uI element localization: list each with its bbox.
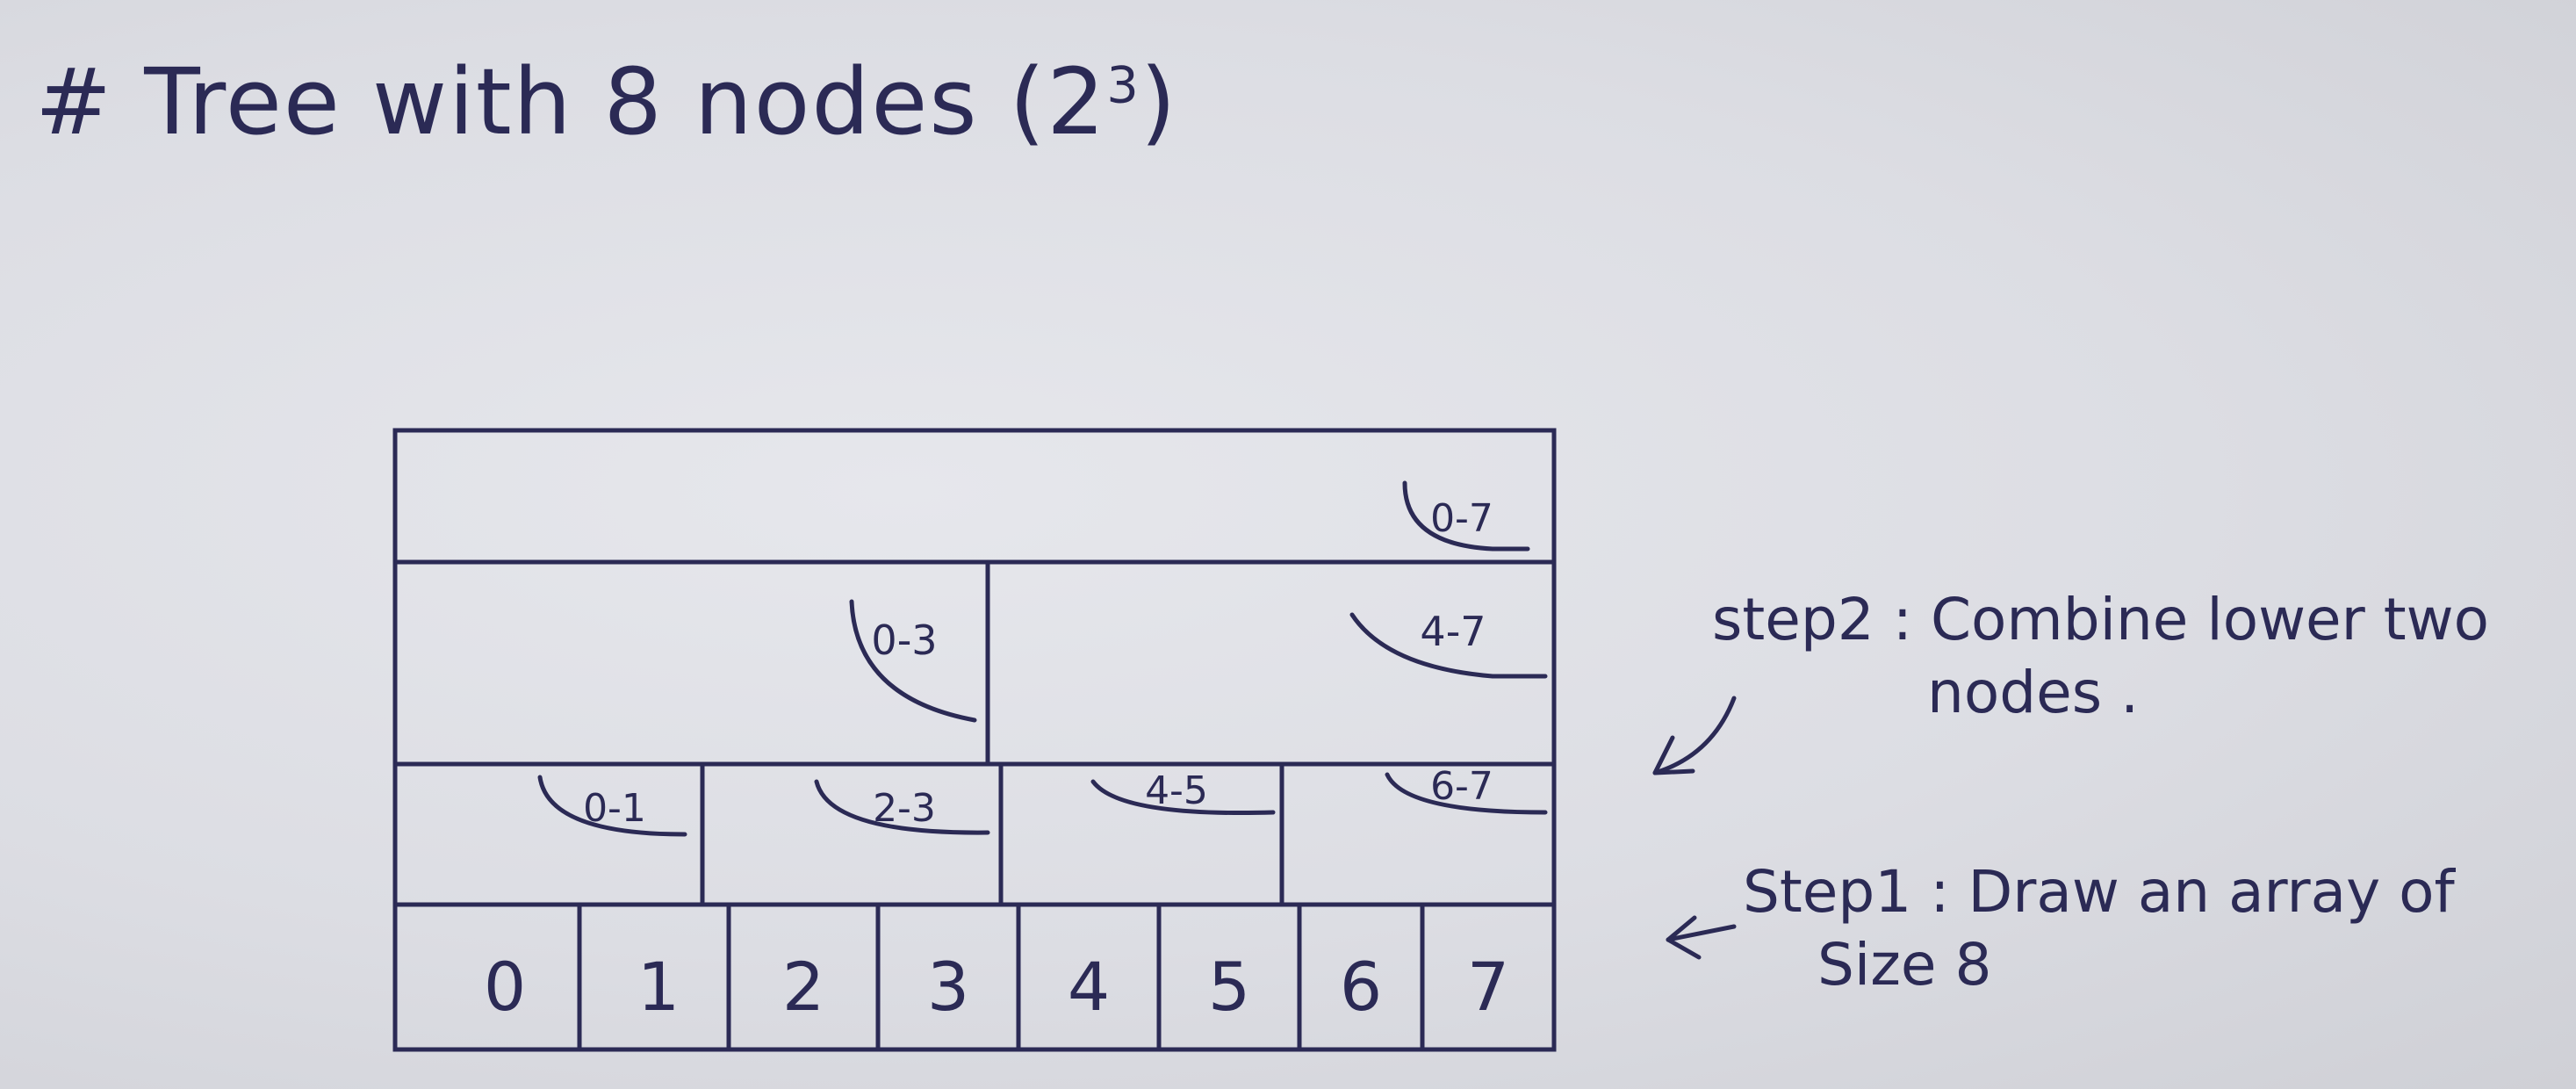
node-label-level1: 4-5: [1145, 768, 1208, 813]
tree-outer-frame: [392, 428, 1557, 1052]
step1-line1: Step1 : Draw an array of: [1743, 858, 2455, 926]
leaf-label: 5: [1208, 948, 1250, 1026]
node-label-level1: 2-3: [873, 786, 936, 831]
step2-arrow-head: [1652, 735, 1695, 775]
level1-range-bracket: [1385, 772, 1548, 815]
node-label-level2: 4-7: [1420, 608, 1486, 655]
node-label-level2: 0-3: [871, 617, 937, 664]
level2-range-bracket: [1349, 612, 1548, 679]
leaf-label: 7: [1467, 948, 1509, 1026]
root-range-bracket: [1402, 480, 1530, 552]
step2-arrow-shaft: [1652, 696, 1737, 775]
leaf-label: 0: [484, 948, 526, 1026]
title-exponent: 3: [1106, 56, 1140, 115]
leaf-label: 1: [637, 948, 680, 1026]
step1-line2: Size 8: [1817, 930, 1992, 999]
leaf-label: 3: [927, 948, 969, 1026]
step2-line1: step2 : Combine lower two: [1712, 586, 2490, 653]
title-text: Tree with 8 nodes (2: [144, 48, 1107, 155]
level1-range-bracket: [814, 779, 990, 835]
level2-range-bracket: [849, 599, 977, 723]
page-title: # Tree with 8 nodes (23): [35, 48, 1177, 155]
node-label-root: 0-7: [1430, 496, 1493, 541]
step2-annotation: step2 : Combine lower two nodes .: [1712, 584, 2489, 729]
step1-annotation: Step1 : Draw an array of Size 8: [1743, 856, 2455, 1001]
step1-arrow-shaft: [1666, 924, 1737, 942]
step2-line2: nodes .: [1927, 658, 2140, 726]
leaf-label: 6: [1340, 948, 1382, 1026]
leaf-label: 4: [1068, 948, 1110, 1026]
title-close: ): [1140, 48, 1178, 155]
node-label-level1: 0-1: [583, 786, 646, 831]
level1-range-bracket: [1090, 779, 1276, 816]
leaf-label: 2: [782, 948, 824, 1026]
level1-range-bracket: [537, 775, 687, 837]
step1-arrow-head: [1666, 915, 1702, 960]
title-hash: #: [35, 48, 114, 155]
node-label-level1: 6-7: [1430, 764, 1493, 809]
